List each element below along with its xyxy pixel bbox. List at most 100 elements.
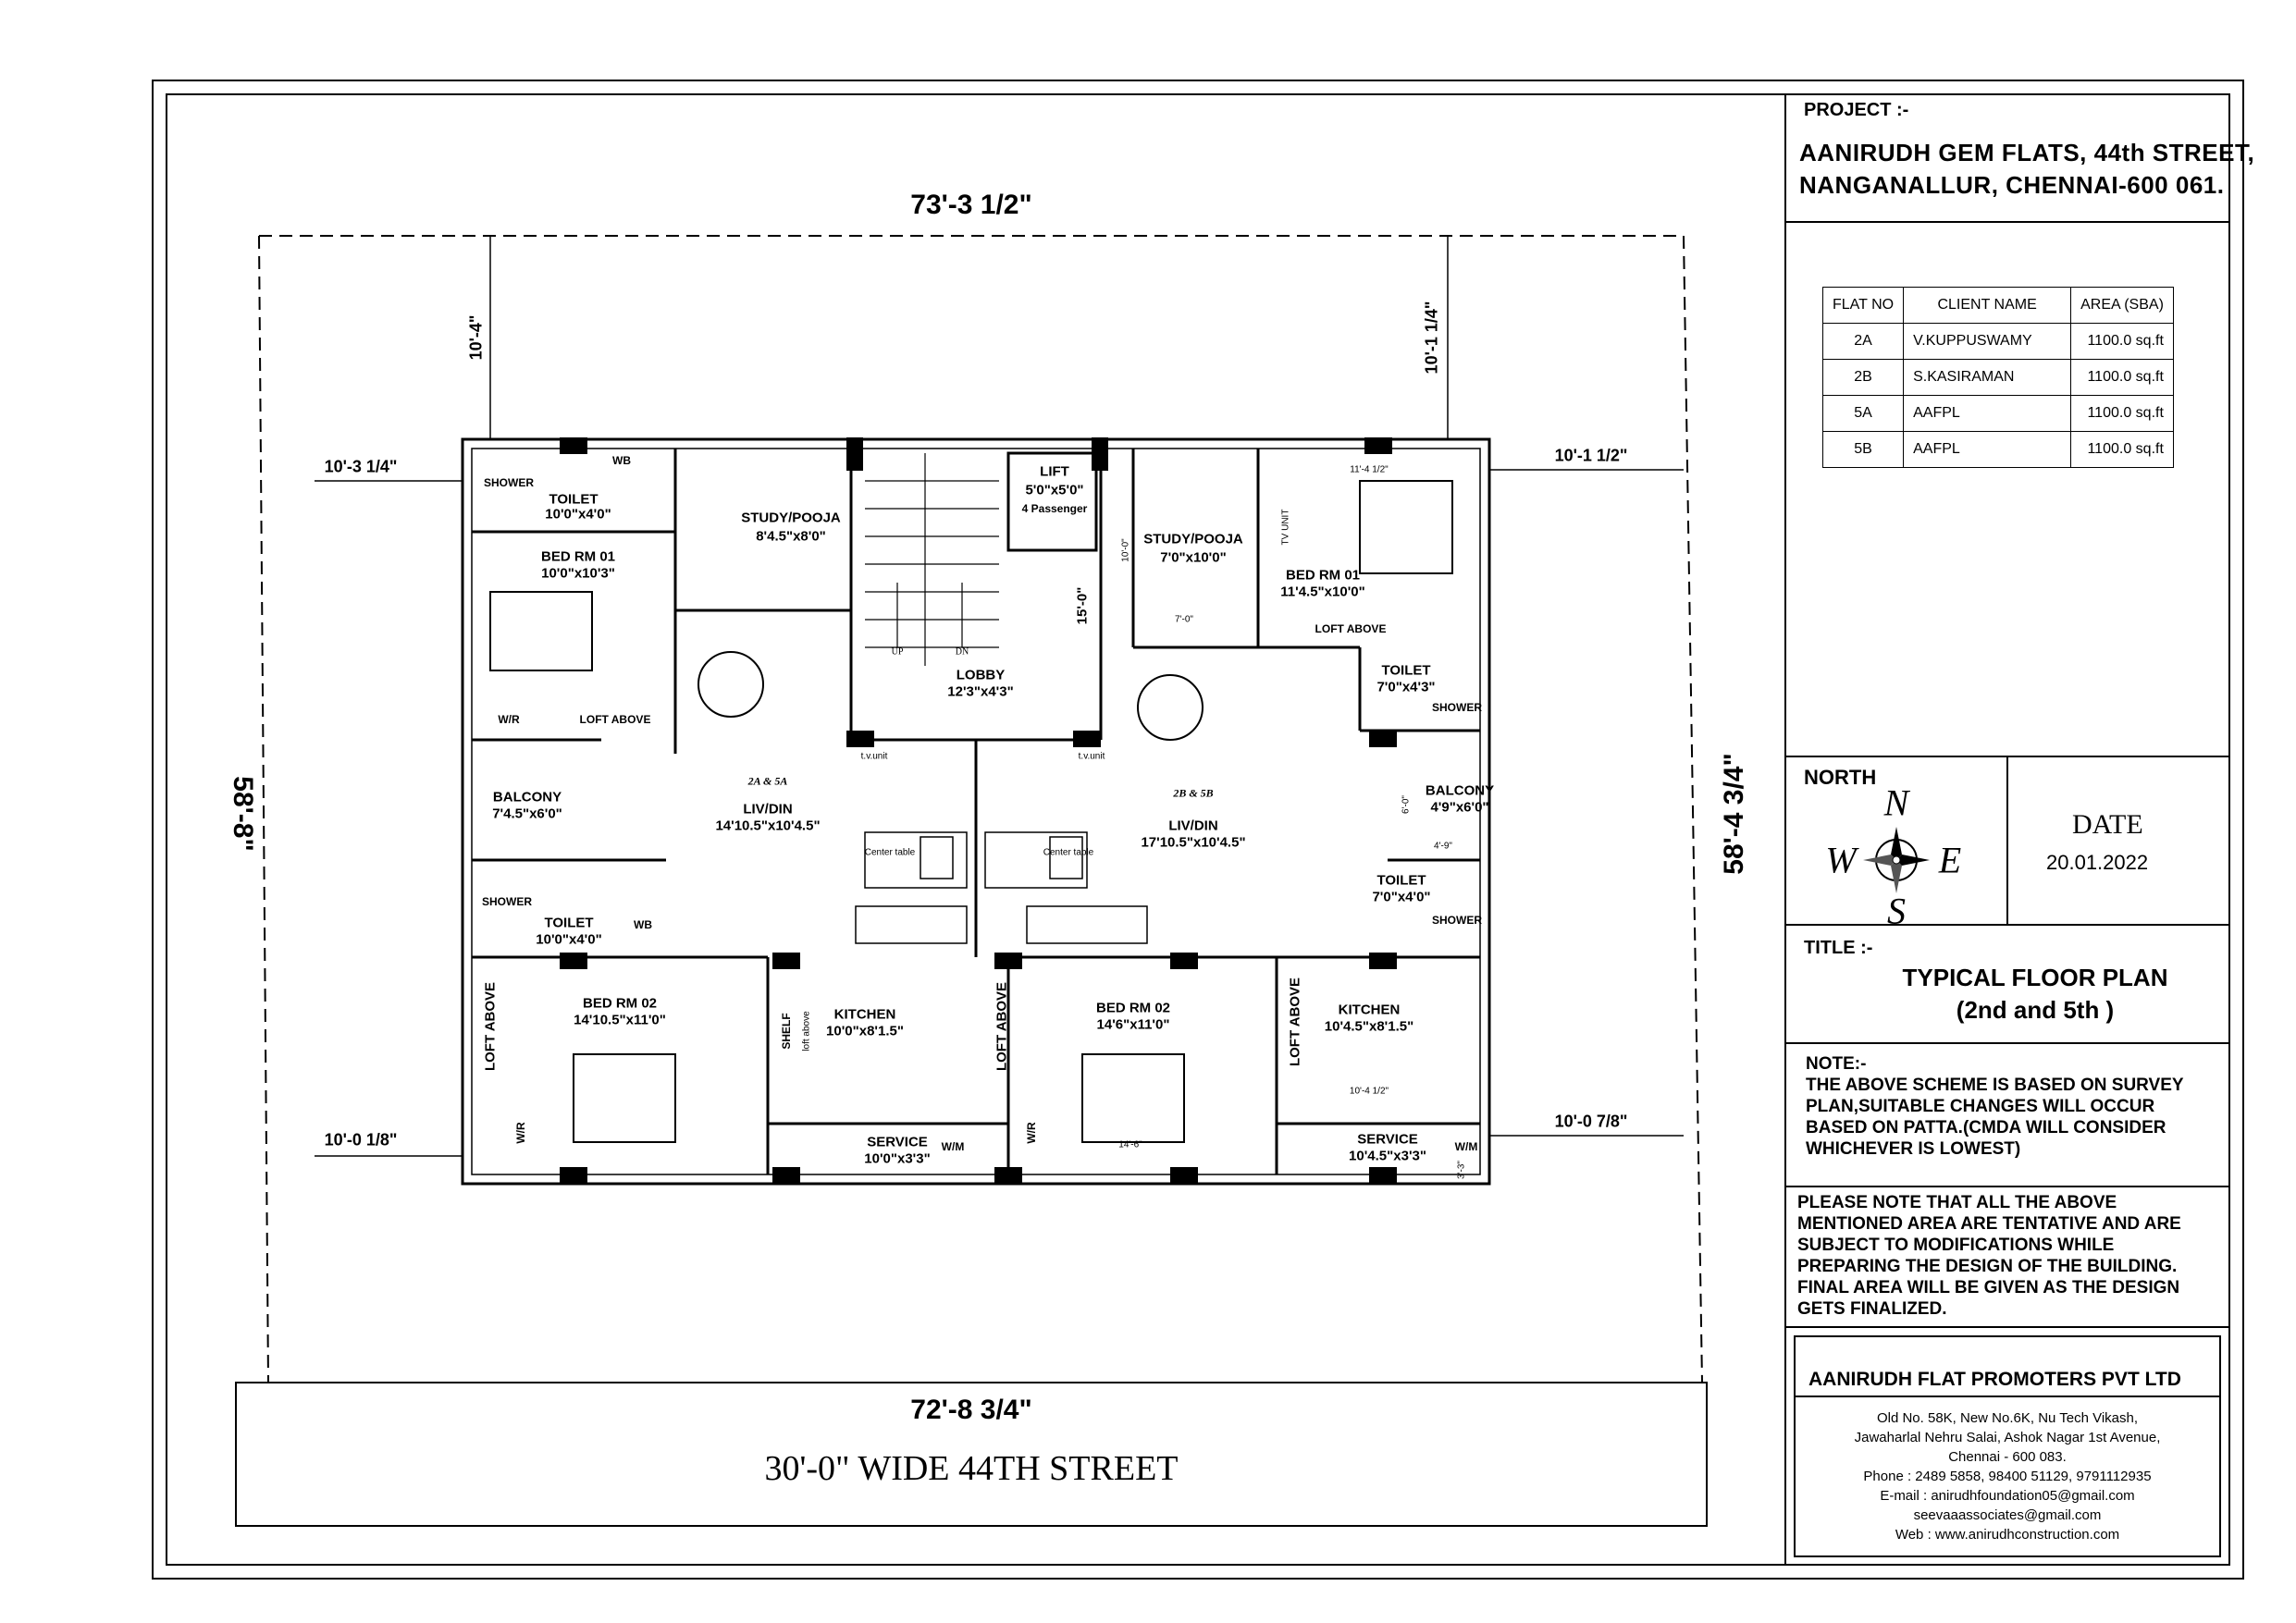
shower-1: SHOWER xyxy=(484,476,534,489)
wb-1: WB xyxy=(612,454,631,467)
toilet-4-size: 7'0"x4'0" xyxy=(1372,889,1431,905)
bed2-b-dim: 14'-6" xyxy=(1118,1139,1142,1150)
cell: 2B xyxy=(1821,359,1905,396)
wr-2: W/R xyxy=(514,1122,527,1144)
address-line: seevaaassociates@gmail.com xyxy=(1913,1507,2102,1523)
dim-bottom-width: 72'-8 3/4" xyxy=(910,1395,1032,1425)
table-row: 2A V.KUPPUSWAMY 1100.0 sq.ft xyxy=(1821,323,2174,360)
loft-above-v3: LOFT ABOVE xyxy=(1287,977,1303,1067)
note-line: THE ABOVE SCHEME IS BASED ON SURVEY xyxy=(1806,1076,2184,1095)
shower-2: SHOWER xyxy=(1432,701,1482,714)
disclaimer-line: GETS FINALIZED. xyxy=(1797,1299,1947,1319)
wm-a: W/M xyxy=(941,1140,965,1153)
livdin-b-name: LIV/DIN xyxy=(1168,818,1218,834)
date-value: 20.01.2022 xyxy=(2046,851,2149,874)
dim-right-lower: 10'-0 7/8" xyxy=(1554,1112,1628,1131)
loft-above-small: loft above xyxy=(801,1011,812,1051)
north-label: NORTH xyxy=(1804,766,1877,789)
dining-table-left xyxy=(697,651,764,718)
cell: V.KUPPUSWAMY xyxy=(1903,323,2072,360)
title-line-2: (2nd and 5th ) xyxy=(1956,996,2115,1024)
note-line: WHICHEVER IS LOWEST) xyxy=(1806,1139,2021,1159)
service-b-name: SERVICE xyxy=(1357,1131,1418,1148)
title-label: TITLE :- xyxy=(1804,938,1873,958)
kitchen-a-size: 10'0"x8'1.5" xyxy=(826,1023,904,1039)
center-table-b: Center table xyxy=(1043,847,1094,858)
balcony-b-dim-v: 6'-0" xyxy=(1401,795,1412,814)
disclaimer-line: PLEASE NOTE THAT ALL THE ABOVE xyxy=(1797,1193,2117,1212)
address-line: Old No. 58K, New No.6K, Nu Tech Vikash, xyxy=(1876,1410,2139,1426)
table-row: 5B AAFPL 1100.0 sq.ft xyxy=(1821,431,2174,468)
study-b-name: STUDY/POOJA xyxy=(1143,531,1243,547)
bed1-a-size: 10'0"x10'3" xyxy=(541,565,615,582)
compass-w: W xyxy=(1825,839,1857,881)
cell: 1100.0 sq.ft xyxy=(2070,431,2174,468)
study-a-name: STUDY/POOJA xyxy=(741,510,841,526)
outer-frame xyxy=(152,80,2244,1580)
date-label: DATE xyxy=(2072,809,2143,840)
compass-icon xyxy=(1863,827,1930,893)
center-table-a: Center table xyxy=(864,847,916,858)
bed1-b-dim: 11'-4 1/2" xyxy=(1350,464,1389,475)
shower-3: SHOWER xyxy=(482,895,532,908)
wr-1: W/R xyxy=(498,713,520,726)
study-a-size: 8'4.5"x8'0" xyxy=(756,528,826,545)
project-label: PROJECT :- xyxy=(1804,100,1909,120)
shower-4: SHOWER xyxy=(1432,914,1482,927)
lobby-size: 12'3"x4'3" xyxy=(947,683,1014,700)
note-line: BASED ON PATTA.(CMDA WILL CONSIDER xyxy=(1806,1118,2166,1137)
toilet-2-name: TOILET xyxy=(1381,662,1431,679)
toilet-2-size: 7'0"x4'3" xyxy=(1376,679,1436,695)
structural-columns xyxy=(560,437,1397,1184)
livdin-b-size: 17'10.5"x10'4.5" xyxy=(1141,834,1246,851)
stair-dn: DN xyxy=(955,646,969,658)
lift-capacity: 4 Passenger xyxy=(1021,502,1088,515)
service-b-size: 10'4.5"x3'3" xyxy=(1349,1148,1426,1164)
disclaimer-line: MENTIONED AREA ARE TENTATIVE AND ARE xyxy=(1797,1214,2181,1234)
address-line: Chennai - 600 083. xyxy=(1948,1449,2067,1465)
shelf: SHELF xyxy=(780,1013,793,1050)
header-flat-no: FLAT NO xyxy=(1821,287,1905,324)
wr-3: W/R xyxy=(1025,1122,1038,1144)
header-client-name: CLIENT NAME xyxy=(1903,287,2072,324)
cell: S.KASIRAMAN xyxy=(1903,359,2072,396)
cell: 1100.0 sq.ft xyxy=(2070,359,2174,396)
toilet-3-size: 10'0"x4'0" xyxy=(536,931,602,948)
cell: 1100.0 sq.ft xyxy=(2070,323,2174,360)
dim-right-depth: 58'-4 3/4" xyxy=(1719,753,1749,875)
service-b-dim: 3'-3" xyxy=(1456,1161,1467,1179)
street-band xyxy=(235,1382,1708,1527)
table-row: 5A AAFPL 1100.0 sq.ft xyxy=(1821,395,2174,432)
kitchen-b-name: KITCHEN xyxy=(1338,1002,1401,1018)
clients-table: FLAT NO CLIENT NAME AREA (SBA) 2A V.KUPP… xyxy=(1821,287,2174,468)
cell: AAFPL xyxy=(1903,431,2072,468)
kitchen-b-dim: 10'-4 1/2" xyxy=(1349,1086,1389,1097)
dining-table-right xyxy=(1137,674,1204,741)
bed2-b-size: 14'6"x11'0" xyxy=(1096,1016,1170,1033)
title-line-1: TYPICAL FLOOR PLAN xyxy=(1902,964,2168,991)
lift-name: LIFT xyxy=(1040,463,1069,480)
dim-right-upper: 10'-1 1/2" xyxy=(1554,446,1628,465)
project-line-1: AANIRUDH GEM FLATS, 44th STREET, xyxy=(1799,139,2255,166)
toilet-4-name: TOILET xyxy=(1376,872,1426,889)
company-name: AANIRUDH FLAT PROMOTERS PVT LTD xyxy=(1808,1369,2181,1390)
compass-n: N xyxy=(1883,781,1909,824)
kitchen-b-size: 10'4.5"x8'1.5" xyxy=(1324,1018,1414,1035)
bed1-b-size: 11'4.5"x10'0" xyxy=(1280,584,1365,600)
bed2-a-size: 14'10.5"x11'0" xyxy=(574,1012,666,1028)
bed1-b-name: BED RM 01 xyxy=(1285,567,1361,584)
toilet-3-name: TOILET xyxy=(544,915,594,931)
bed2-b-name: BED RM 02 xyxy=(1095,1000,1171,1016)
toilet-1-name: TOILET xyxy=(549,491,599,508)
balcony-b-size: 4'9"x6'0" xyxy=(1430,799,1489,816)
toilet-1-size: 10'0"x4'0" xyxy=(545,506,611,523)
building-walls xyxy=(461,437,1491,1186)
dim-left-depth: 58'-8" xyxy=(228,776,258,852)
balcony-b-dim-h: 4'-9" xyxy=(1434,841,1452,852)
address-line: Jawaharlal Nehru Salai, Ashok Nagar 1st … xyxy=(1854,1430,2161,1445)
note-line: PLAN,SUITABLE CHANGES WILL OCCUR xyxy=(1806,1097,2155,1116)
livdin-a-size: 14'10.5"x10'4.5" xyxy=(715,818,821,834)
dim-left-upper: 10'-3 1/4" xyxy=(324,457,398,476)
disclaimer-line: SUBJECT TO MODIFICATIONS WHILE xyxy=(1797,1236,2115,1255)
note-label: NOTE:- xyxy=(1806,1054,1867,1074)
